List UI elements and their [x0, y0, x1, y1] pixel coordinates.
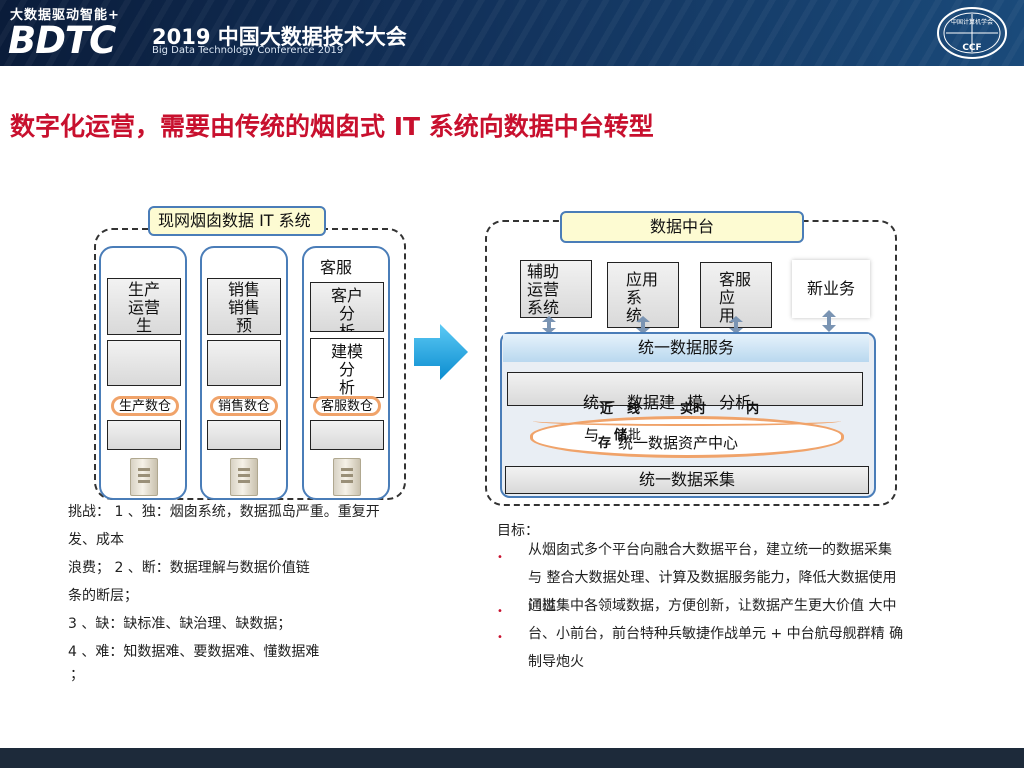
service-warehouse: 客服数仓	[313, 396, 381, 416]
assist-ops-app-box: 辅助 运营 系统	[520, 260, 592, 318]
goals-block: 从烟囱式多个平台向融合大数据平台，建立统一的数据采集 与 整合大数据处理、计算及…	[528, 536, 903, 676]
assist-ops-line: 辅助	[527, 262, 560, 281]
footer-bar	[0, 748, 1024, 768]
assist-ops-line: 运营	[527, 280, 560, 299]
data-asset-center-label: 统一数据资产中心	[618, 434, 739, 452]
application-system-line: 应用	[626, 270, 659, 289]
goals-heading: 目标：	[497, 523, 539, 539]
goals-line: 台、小前台，前台特种兵敏捷作战单元 + 中台航母舰群精 确	[528, 626, 904, 642]
production-process-box	[107, 340, 181, 386]
challenges-line: 挑战： 1 、独：烟囱系统，数据孤岛严重。重复开	[68, 504, 380, 520]
conference-title-en: Big Data Technology Conference 2019	[152, 45, 344, 56]
production-app-line: 生	[135, 316, 152, 335]
challenges-block: 挑战： 1 、独：烟囱系统，数据孤岛严重。重复开 发、成本 浪费； 2 、断：数…	[68, 498, 380, 666]
goals-line: 与 整合大数据处理、计算及数据服务能力，降低大数据使用	[528, 570, 897, 586]
goals-line: 制导炮火	[528, 654, 584, 670]
logo-top-text: 中国计算机学会	[951, 18, 993, 26]
challenges-line: 浪费； 2 、断：数据理解与数据价值链	[68, 560, 310, 576]
sales-warehouse: 销售数仓	[210, 396, 278, 416]
challenges-trailing-mark: ；	[70, 667, 84, 683]
production-storage-box	[107, 420, 181, 450]
customer-analysis-line: 分	[338, 304, 355, 323]
application-system-line: 系	[626, 288, 643, 307]
assist-ops-line: 系统	[527, 298, 560, 317]
asset-overlay-c: 批	[628, 428, 642, 443]
sales-app-line: 销售	[227, 298, 260, 317]
asset-overlay-left: 与	[584, 426, 600, 444]
customer-service-line: 用	[719, 306, 736, 325]
header-texture	[0, 0, 1024, 66]
brand-logo-text: BDTC	[8, 19, 116, 62]
server-icon	[230, 458, 258, 496]
challenges-line: 4 、难：知数据难、要数据难、懂数据难	[68, 644, 320, 660]
conference-title-cn: 2019 中国大数据技术大会	[152, 25, 407, 49]
goal-bullet: •	[497, 632, 503, 643]
double-arrow-icon	[822, 310, 836, 332]
customer-analysis-box: 客户 分 析	[310, 282, 384, 332]
new-business-box: 新业务	[792, 260, 870, 318]
service-column-header: 客服	[320, 258, 353, 277]
challenges-line: 3 、缺：缺标准、缺治理、缺数据；	[68, 616, 292, 632]
sales-storage-box	[207, 420, 281, 450]
customer-service-line: 应	[719, 288, 736, 307]
modeling-analysis-line: 分	[338, 360, 355, 379]
asset-overlay-b: 储	[614, 428, 628, 443]
double-arrow-icon	[729, 316, 743, 334]
server-icon	[333, 458, 361, 496]
goal-bullet: •	[497, 552, 503, 563]
production-app-line: 运营	[127, 298, 160, 317]
slide-title: 数字化运营，需要由传统的烟囱式 IT 系统向数据中台转型	[10, 112, 654, 141]
production-warehouse: 生产数仓	[111, 396, 179, 416]
application-system-line: 统	[626, 306, 643, 325]
sales-process-box	[207, 340, 281, 386]
service-storage-box	[310, 420, 384, 450]
logo-ccf-text: CCF	[962, 43, 981, 53]
modeling-analysis-box: 建模 分 析	[310, 338, 384, 398]
double-arrow-icon	[636, 316, 650, 334]
production-app-box: 生产 运营 生 产	[107, 278, 181, 335]
conference-header-banner	[0, 0, 1024, 66]
data-middle-platform-label: 数据中台	[560, 211, 804, 243]
modeling-main-text: 统一数据建模分析	[583, 393, 752, 412]
challenges-line: 条的断层；	[68, 588, 138, 604]
production-app-line: 生产	[127, 280, 160, 299]
sales-app-box: 销售 销售 预 测	[207, 278, 281, 335]
sales-app-line: 预	[235, 316, 252, 335]
unified-data-collection-bar: 统一数据采集	[505, 466, 869, 494]
customer-service-line: 客服	[719, 270, 752, 289]
modeling-overlay-text: 近线实时内	[600, 402, 760, 417]
ccf-logo-icon: 中国计算机学会 CCF	[937, 7, 1007, 59]
customer-analysis-line: 客户	[330, 286, 363, 305]
goal-bullet: •	[497, 606, 503, 617]
asset-overlay-a: 存	[598, 436, 612, 451]
sales-app-line: 销售	[227, 280, 260, 299]
slogan-text: 大数据驱动智能+	[10, 8, 120, 23]
goals-line-overlap: 门槛	[528, 598, 556, 614]
transition-arrow-icon	[414, 324, 468, 380]
goals-line: 从烟囱式多个平台向融合大数据平台，建立统一的数据采集	[528, 542, 892, 558]
legacy-systems-label: 现网烟囱数据 IT 系统	[148, 206, 326, 236]
modeling-analysis-line: 析	[338, 378, 355, 397]
cylinder-top-edge	[533, 416, 841, 426]
challenges-line: 发、成本	[68, 532, 124, 548]
modeling-analysis-line: 建模	[330, 342, 363, 361]
customer-analysis-line: 析	[338, 322, 355, 332]
goals-line: 通过集中各领域数据，方便创新，让数据产生更大价值 大中	[528, 598, 897, 614]
server-icon	[130, 458, 158, 496]
double-arrow-icon	[542, 316, 556, 334]
unified-data-service-bar: 统一数据服务	[503, 334, 869, 362]
unified-modeling-bar	[507, 372, 863, 406]
